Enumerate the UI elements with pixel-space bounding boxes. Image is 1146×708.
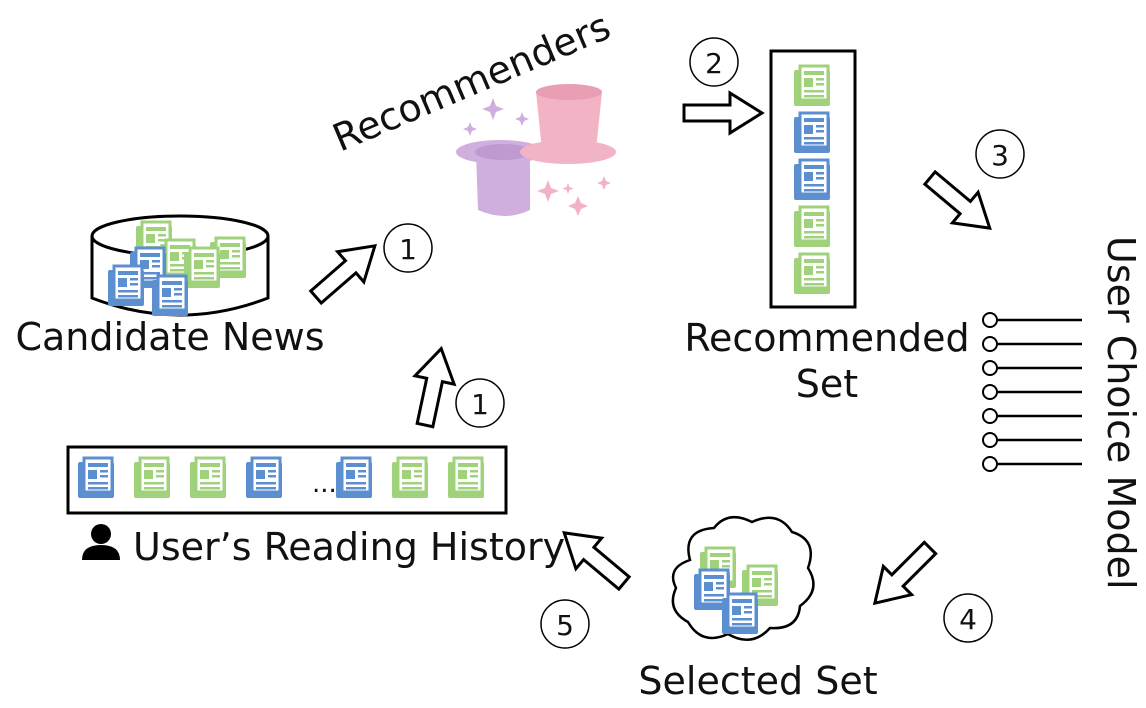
choice-option-circle <box>982 384 998 400</box>
magic-hat-icon <box>456 84 616 216</box>
choice-option-circle <box>982 336 998 352</box>
history-news-green-icon <box>390 456 430 500</box>
reading-history-box <box>66 445 508 515</box>
candidate-news-label: Candidate News <box>15 315 324 359</box>
recommended-news-green-icon <box>792 64 832 108</box>
arrow-step-1-history <box>403 343 463 431</box>
arrow-step-1-candidate <box>301 229 390 314</box>
step-5-badge: 5 <box>540 599 590 649</box>
user-choice-model-label: User Choice Model <box>1099 236 1143 590</box>
reading-history-label: User’s Reading History <box>133 525 565 569</box>
svg-text:3: 3 <box>991 139 1009 172</box>
choice-option-circle <box>982 360 998 376</box>
arrow-step-4 <box>859 532 946 619</box>
choice-option-circle <box>982 408 998 424</box>
svg-text:1: 1 <box>471 388 489 421</box>
history-news-green-icon <box>132 456 172 500</box>
history-news-blue-icon <box>334 456 374 500</box>
step-2-badge: 2 <box>689 37 739 87</box>
history-news-green-icon <box>188 456 228 500</box>
svg-text:2: 2 <box>705 47 723 80</box>
svg-text:4: 4 <box>959 603 977 636</box>
person-icon <box>82 524 120 560</box>
history-news-green-icon <box>446 456 486 500</box>
recommended-news-green-icon <box>792 252 832 296</box>
history-news-blue-icon <box>244 456 284 500</box>
choice-option-circle <box>982 432 998 448</box>
recommended-set-label-line2: Set <box>796 362 858 406</box>
step-1-badge-candidate: 1 <box>383 223 433 273</box>
choice-option-circle <box>982 456 998 472</box>
recommended-set-label-line1: Recommended <box>684 316 969 360</box>
selected-set-label: Selected Set <box>638 659 877 703</box>
step-3-badge: 3 <box>975 129 1025 179</box>
step-1-badge-history: 1 <box>455 378 505 428</box>
step-4-badge: 4 <box>943 593 993 643</box>
svg-text:5: 5 <box>556 609 574 642</box>
choice-options-icon <box>982 312 1082 472</box>
arrow-step-2 <box>682 91 764 135</box>
recommended-news-green-icon <box>792 205 832 249</box>
svg-text:1: 1 <box>399 233 417 266</box>
history-news-blue-icon <box>76 456 116 500</box>
recommended-news-blue-icon <box>792 111 832 155</box>
recommended-news-blue-icon <box>792 158 832 202</box>
choice-option-circle <box>982 312 998 328</box>
history-ellipsis: ... <box>312 469 337 499</box>
recommended-set-items <box>792 64 832 296</box>
reading-history-items <box>76 456 486 500</box>
